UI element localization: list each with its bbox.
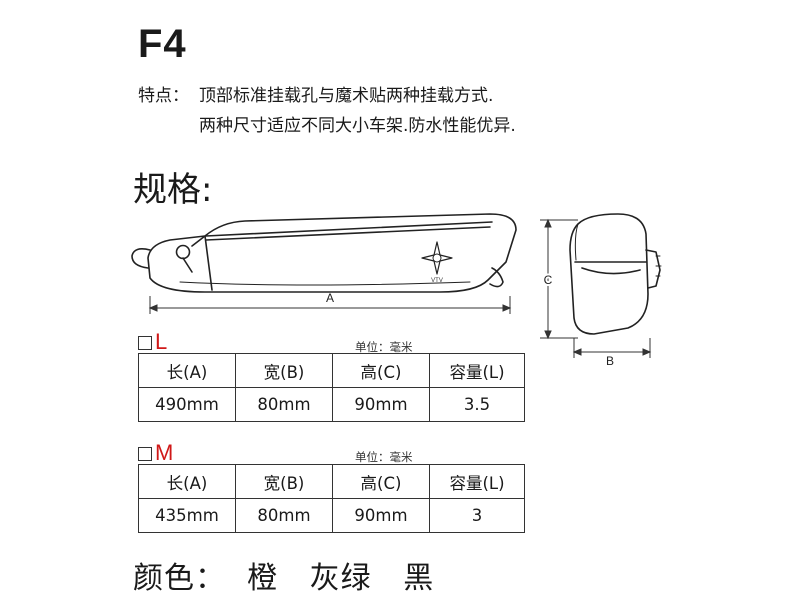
dim-b-label: B — [606, 354, 614, 368]
header-height: 高(C) — [332, 464, 430, 499]
size-l-table: 长(A) 宽(B) 高(C) 容量(L) 490mm 80mm 90mm 3.5 — [138, 353, 525, 422]
size-l-unit: 单位：毫米 — [355, 340, 413, 354]
table-row: 490mm 80mm 90mm 3.5 — [138, 387, 525, 422]
header-width: 宽(B) — [235, 353, 333, 388]
header-capacity: 容量(L) — [429, 353, 525, 388]
header-length: 长(A) — [138, 353, 236, 388]
features-label: 特点： — [138, 86, 189, 106]
cell-width: 80mm — [235, 387, 333, 422]
cell-height: 90mm — [332, 387, 430, 422]
header-width: 宽(B) — [235, 464, 333, 499]
header-capacity: 容量(L) — [429, 464, 525, 499]
cell-capacity: 3.5 — [429, 387, 525, 422]
table-header-row: 长(A) 宽(B) 高(C) 容量(L) — [138, 464, 525, 499]
bag-front-panel — [191, 235, 213, 291]
size-m-label: M — [155, 440, 174, 465]
cell-capacity: 3 — [429, 498, 525, 533]
size-m-table: 长(A) 宽(B) 高(C) 容量(L) 435mm 80mm 90mm 3 — [138, 464, 525, 533]
feature-line-1: 顶部标准挂载孔与魔术贴两种挂载方式. — [199, 86, 494, 106]
cell-length: 490mm — [138, 387, 236, 422]
table-row: 435mm 80mm 90mm 3 — [138, 498, 525, 533]
bag-side-outline — [147, 213, 517, 293]
logo-star-icon — [421, 241, 453, 275]
zipper-pull-icon — [175, 244, 191, 260]
bag-end-outline — [569, 213, 649, 335]
header-length: 长(A) — [138, 464, 236, 499]
size-l-label: L — [155, 329, 168, 354]
cell-width: 80mm — [235, 498, 333, 533]
spec-title: 规格: — [133, 170, 213, 210]
size-m-checkbox[interactable] — [138, 447, 152, 461]
model-title: F4 — [138, 22, 187, 66]
header-height: 高(C) — [332, 353, 430, 388]
zipper-line — [205, 221, 493, 237]
cell-length: 435mm — [138, 498, 236, 533]
color-options: 颜色： 橙 灰绿 黑 — [133, 561, 435, 596]
velcro-strap — [489, 267, 504, 288]
size-m-unit: 单位：毫米 — [355, 450, 413, 464]
bag-handle — [131, 248, 151, 269]
dim-c-label: C — [544, 273, 553, 287]
size-l-checkbox[interactable] — [138, 336, 152, 350]
feature-line-2: 两种尺寸适应不同大小车架.防水性能优异. — [199, 116, 516, 136]
cell-height: 90mm — [332, 498, 430, 533]
table-header-row: 长(A) 宽(B) 高(C) 容量(L) — [138, 353, 525, 388]
dim-a-label: A — [326, 291, 334, 305]
logo-text: VTV — [431, 278, 443, 284]
